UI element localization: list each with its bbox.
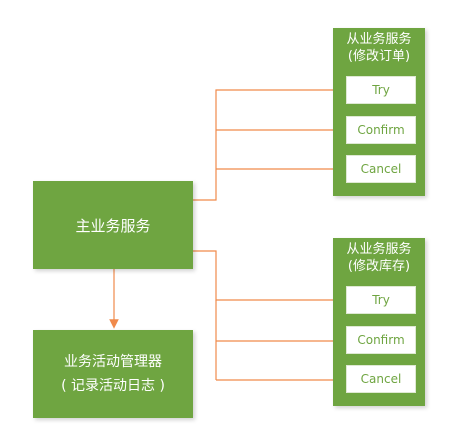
op-cancel: Cancel xyxy=(346,365,416,393)
connector-main-to-try-1 xyxy=(193,89,345,201)
slave-title-line1: 从业务服务 xyxy=(346,242,412,257)
activity-manager-line1: 业务活动管理器 xyxy=(64,354,162,370)
op-confirm: Confirm xyxy=(346,326,416,354)
slave-title-line2: (修改订单) xyxy=(347,49,411,64)
slave-service-inventory: 从业务服务 (修改库存) Try Confirm Cancel xyxy=(333,238,425,406)
slave-title-line2: (修改库存) xyxy=(347,259,411,274)
connector-main-to-try-2 xyxy=(193,250,345,301)
main-service-box: 主业务服务 xyxy=(33,181,193,269)
connectors-lower xyxy=(193,250,345,381)
activity-manager-box: 业务活动管理器 ( 记录活动日志 ) xyxy=(33,330,193,418)
activity-manager-line2: ( 记录活动日志 ) xyxy=(61,378,165,394)
slave-service-order: 从业务服务 (修改订单) Try Confirm Cancel xyxy=(333,28,425,196)
main-service-label: 主业务服务 xyxy=(75,216,151,235)
slave-service-inventory-title: 从业务服务 (修改库存) xyxy=(333,238,425,275)
connectors-upper xyxy=(193,89,345,201)
slave-title-line1: 从业务服务 xyxy=(346,32,412,47)
op-try: Try xyxy=(346,286,416,314)
slave-service-order-title: 从业务服务 (修改订单) xyxy=(333,28,425,65)
op-confirm: Confirm xyxy=(346,116,416,144)
op-try: Try xyxy=(346,76,416,104)
op-cancel: Cancel xyxy=(346,155,416,183)
